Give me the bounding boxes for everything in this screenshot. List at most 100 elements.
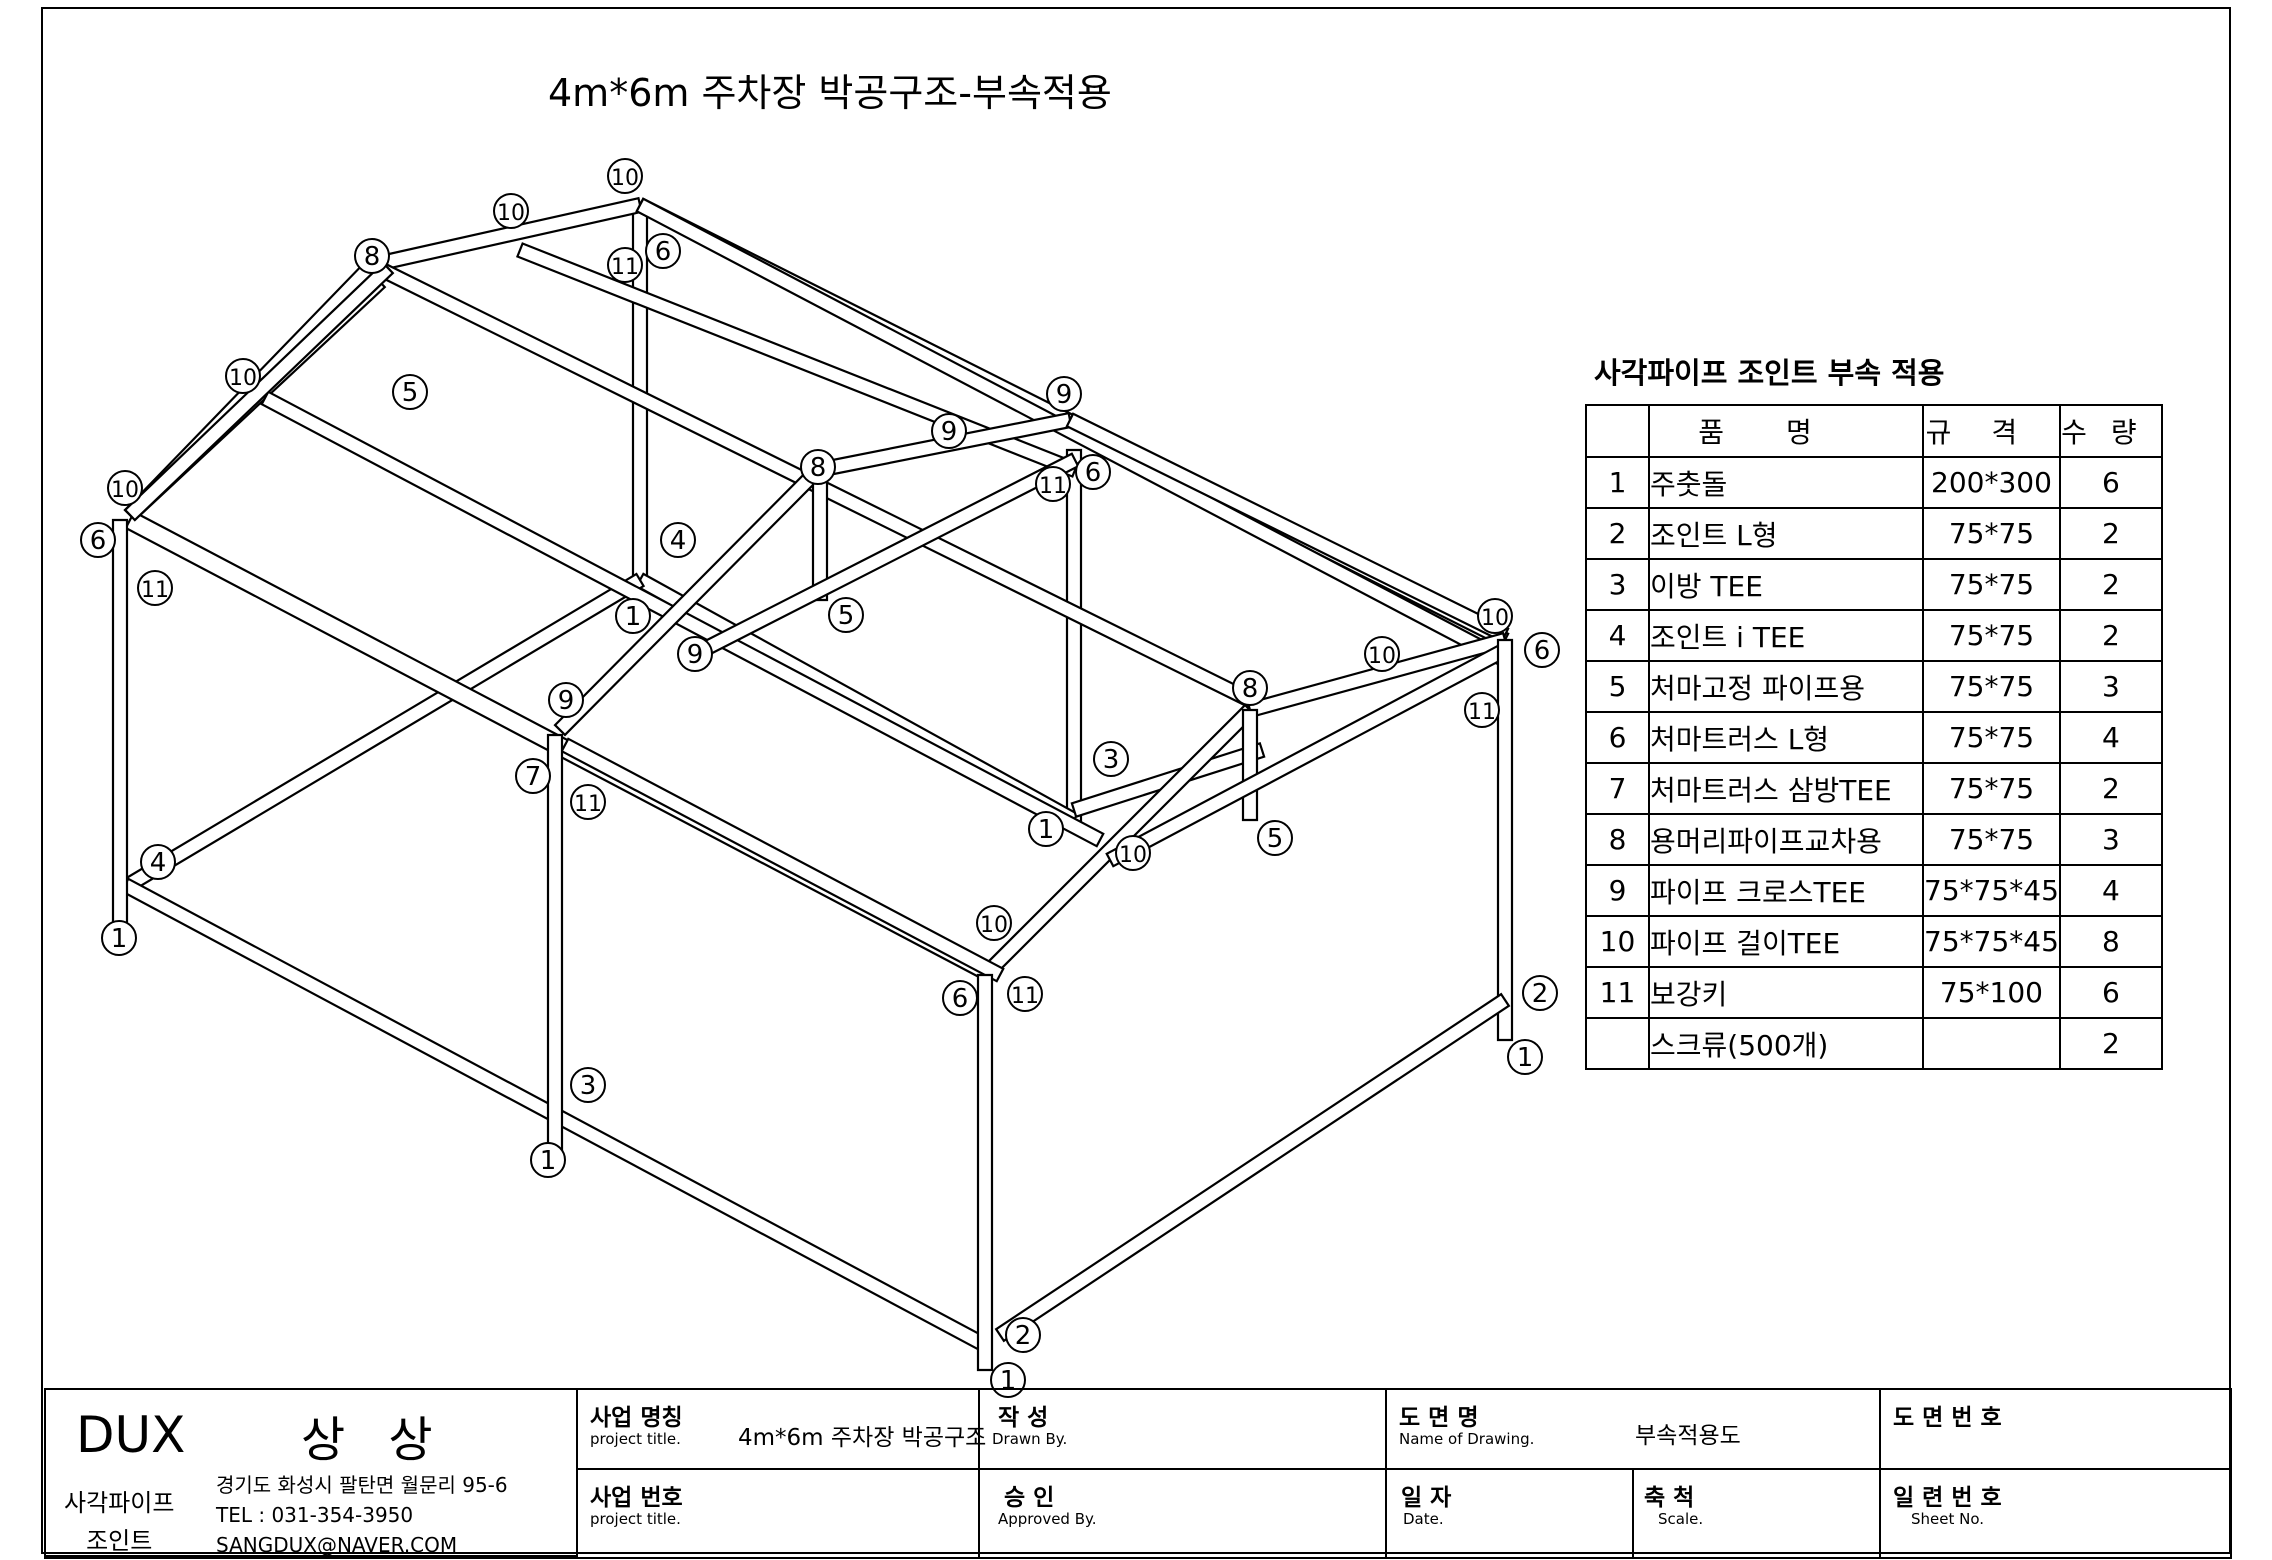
company-contact: 경기도 화성시 팔탄면 월문리 95-6 TEL : 031-354-3950 … — [216, 1470, 508, 1560]
callout-label: 6 — [90, 526, 107, 556]
callout-8: 8 — [354, 238, 390, 274]
company-logo: DUX — [76, 1406, 186, 1464]
sheet-no-cell: 일 련 번 호 Sheet No. — [1881, 1470, 2230, 1557]
part-name: 조인트 i TEE — [1648, 609, 1924, 662]
drawing-name-label: 도 면 명 — [1399, 1405, 1479, 1431]
drawing-title: 4m*6m 주차장 박공구조-부속적용 — [548, 71, 1112, 115]
callout-5: 5 — [392, 374, 428, 410]
callout-9: 9 — [931, 413, 967, 449]
callout-6: 6 — [80, 522, 116, 558]
callout-9: 9 — [548, 682, 584, 718]
callout-5: 5 — [1257, 820, 1293, 856]
callout-label: 9 — [687, 640, 704, 670]
callout-10: 10 — [976, 905, 1012, 941]
part-no — [1585, 1017, 1650, 1070]
post — [1496, 638, 1514, 1042]
part-spec: 75*75 — [1922, 711, 2061, 764]
project-name-sub: project title. — [590, 1430, 681, 1448]
callout-label: 1 — [625, 602, 642, 632]
company-cell: DUX 상 상 사각파이프 조인트 경기도 화성시 팔탄면 월문리 95-6 T… — [46, 1390, 578, 1557]
part-name: 처마트러스 삼방TEE — [1648, 762, 1924, 815]
callout-label: 1 — [540, 1146, 557, 1176]
callout-label: 9 — [558, 686, 575, 716]
part-qty: 8 — [2058, 915, 2163, 968]
drawn-by-cell: 작 성 Drawn By. — [980, 1390, 1387, 1470]
part-no: 9 — [1585, 864, 1650, 917]
callout-label: 5 — [402, 378, 419, 408]
part-no: 4 — [1585, 609, 1650, 662]
company-email: SANGDUX@NAVER.COM — [216, 1533, 458, 1557]
post — [111, 518, 129, 932]
drawing-name-value: 부속적용도 — [1635, 1423, 1741, 1449]
post — [1065, 448, 1083, 832]
date-sub: Date. — [1403, 1510, 1444, 1528]
callout-8: 8 — [1232, 670, 1268, 706]
callout-1: 1 — [615, 598, 651, 634]
title-block: DUX 상 상 사각파이프 조인트 경기도 화성시 팔탄면 월문리 95-6 T… — [44, 1388, 2232, 1559]
drawing-no-label: 도 면 번 호 — [1893, 1405, 2002, 1431]
callout-label: 2 — [1532, 979, 1549, 1009]
part-no: 1 — [1585, 456, 1650, 509]
rafter — [1065, 412, 1510, 643]
part-spec: 75*75*45 — [1922, 864, 2061, 917]
drawing-name-cell: 도 면 명 Name of Drawing. 부속적용도 — [1387, 1390, 1881, 1470]
scale-cell: 축 척 Scale. — [1634, 1470, 1881, 1557]
callout-label: 8 — [1242, 674, 1259, 704]
callout-label: 2 — [1015, 1321, 1032, 1351]
part-qty: 6 — [2058, 456, 2163, 509]
header-name: 품명 — [1648, 404, 1924, 458]
callout-label: 3 — [1103, 745, 1120, 775]
callout-label: 9 — [1056, 380, 1073, 410]
sheet-no-label: 일 련 번 호 — [1893, 1485, 2002, 1511]
part-spec: 75*75 — [1922, 660, 2061, 713]
sheet-no-sub: Sheet No. — [1911, 1510, 1985, 1528]
company-type: 사각파이프 조인트 — [64, 1484, 174, 1560]
callout-label: 10 — [497, 201, 525, 226]
callout-label: 5 — [838, 601, 855, 631]
project-name-label: 사업 명칭 — [590, 1405, 683, 1431]
callout-label: 10 — [229, 366, 257, 391]
callout-label: 11 — [141, 578, 169, 603]
part-spec: 75*75 — [1922, 813, 2061, 866]
callout-label: 11 — [1011, 984, 1039, 1009]
drawn-by-label: 작 성 — [998, 1405, 1049, 1431]
callout-11: 11 — [607, 247, 643, 283]
callout-10: 10 — [1115, 835, 1151, 871]
callout-label: 10 — [111, 478, 139, 503]
part-qty: 2 — [2058, 558, 2163, 611]
part-name: 스크류(500개) — [1648, 1017, 1924, 1070]
callout-10: 10 — [225, 358, 261, 394]
callout-label: 11 — [1468, 700, 1496, 725]
callout-label: 8 — [364, 242, 381, 272]
callout-10: 10 — [1364, 636, 1400, 672]
parts-table-header: 품명 규격 수량 — [1585, 404, 2163, 458]
project-name-cell: 사업 명칭 project title. 4m*6m 주차장 박공구조 — [578, 1390, 986, 1470]
part-qty: 3 — [2058, 660, 2163, 713]
part-qty: 2 — [2058, 762, 2163, 815]
callout-label: 6 — [952, 984, 969, 1014]
callout-4: 4 — [660, 522, 696, 558]
front-eave — [560, 737, 1005, 983]
callout-11: 11 — [1007, 976, 1043, 1012]
callout-10: 10 — [1477, 598, 1513, 634]
part-no: 6 — [1585, 711, 1650, 764]
part-spec: 75*75 — [1922, 762, 2061, 815]
drawing-name-sub: Name of Drawing. — [1399, 1430, 1535, 1448]
callout-label: 5 — [1267, 824, 1284, 854]
header-spec: 규격 — [1922, 404, 2061, 458]
callout-11: 11 — [570, 784, 606, 820]
sheet-border — [41, 7, 2231, 1554]
truss-brace — [690, 452, 1080, 662]
company-brand: 상 상 — [301, 1412, 447, 1468]
company-address: 경기도 화성시 팔탄면 월문리 95-6 — [216, 1473, 508, 1497]
lower-beam — [1070, 741, 1266, 819]
callout-2: 2 — [1005, 1317, 1041, 1353]
project-no-sub: project title. — [590, 1510, 681, 1528]
company-tel: TEL : 031-354-3950 — [216, 1503, 414, 1527]
part-spec: 75*75 — [1922, 558, 2061, 611]
scale-sub: Scale. — [1658, 1510, 1704, 1528]
